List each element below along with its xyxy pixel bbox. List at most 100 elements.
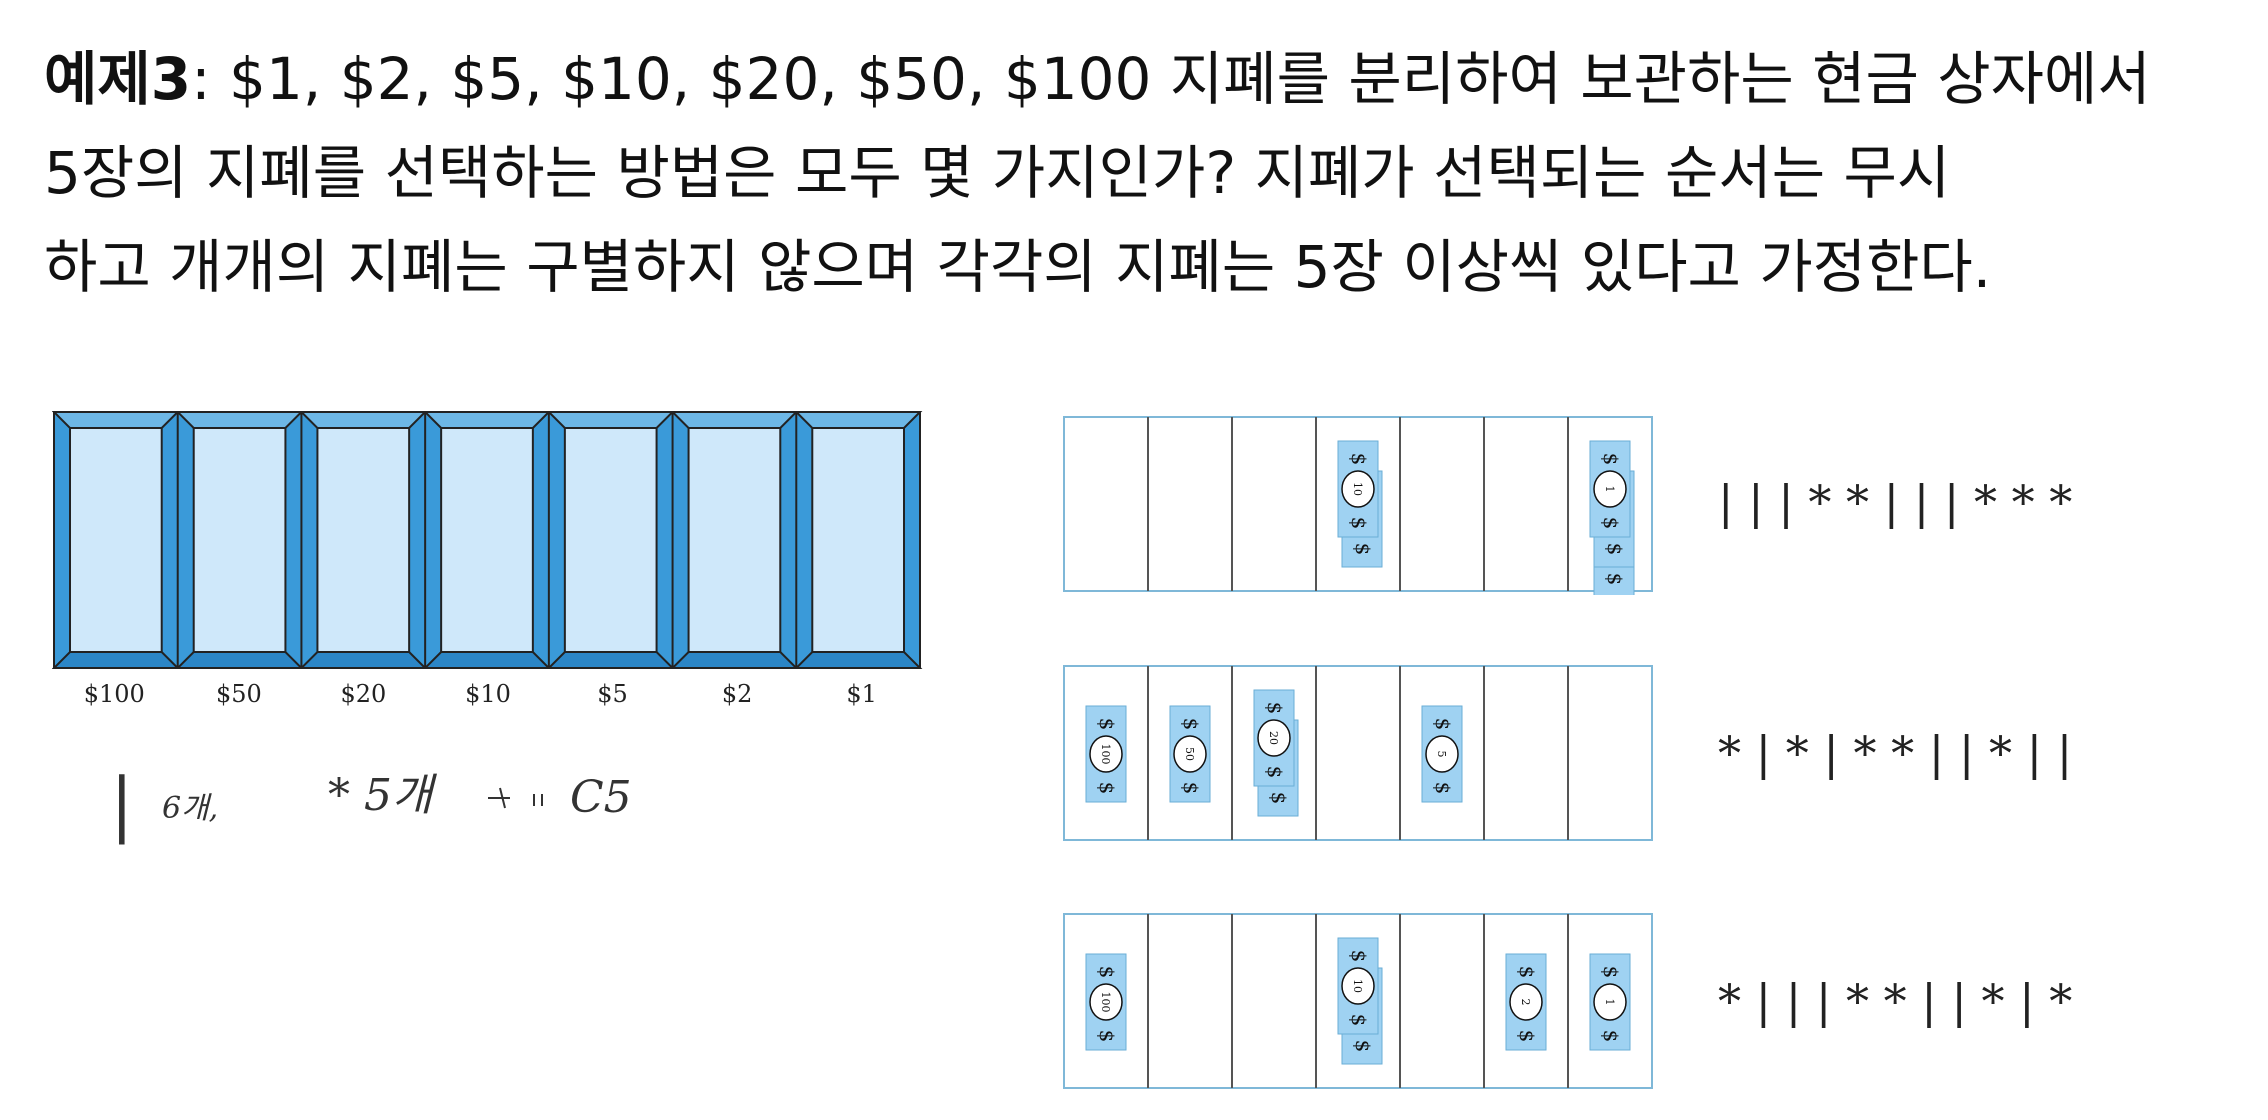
bill-denomination: 5	[1435, 751, 1448, 758]
denomination-label: $20	[340, 680, 387, 708]
bill-medallion	[1509, 983, 1543, 1021]
bill: $20 $	[1253, 689, 1295, 787]
example-2-notation: * | * | * * | | * | |	[1718, 726, 2073, 780]
bill-dollar-sign: $	[1347, 950, 1371, 963]
bill-dollar-sign: $	[1095, 966, 1119, 979]
cash-box-drawing	[51, 411, 923, 669]
bill: $10 $	[1337, 937, 1379, 1035]
bill-dollar-sign: $	[1603, 543, 1627, 556]
cash-box-compartment	[687, 427, 782, 653]
bill-medallion	[1341, 967, 1375, 1005]
bill: $100 $	[1085, 705, 1127, 803]
problem-line-3: 하고 개개의 지폐는 구별하지 않으며 각각의 지폐는 5장 이상씩 있다고 가…	[44, 233, 1992, 301]
bill-dollar-sign: $	[1599, 453, 1623, 466]
handwritten-note: | 6개, * 5개 C5	[100, 750, 720, 854]
bill: $50 $	[1169, 705, 1211, 803]
example-box-outline	[1063, 665, 1653, 841]
denomination-label: $10	[465, 680, 511, 708]
compartment-bevel-top	[51, 411, 181, 429]
compartment-bevel-top	[546, 411, 675, 429]
problem-line-1: 예제3: $1, $2, $5, $10, $20, $50, $100 지폐를…	[44, 32, 2244, 126]
compartment-bevel-bottom	[175, 651, 304, 669]
cash-box-figure	[51, 410, 924, 676]
bill-dollar-sign: $	[1179, 782, 1203, 795]
cash-box-compartments	[51, 411, 923, 669]
bill-dollar-sign: $	[1431, 782, 1455, 795]
bill-dollar-sign: $	[1351, 543, 1375, 556]
bill-denomination: 1	[1603, 486, 1616, 493]
bill-dollar-sign: $	[1095, 782, 1119, 795]
bill-medallion	[1425, 735, 1459, 773]
compartment-bevel-bottom	[422, 651, 552, 669]
bill: $2 $	[1505, 953, 1547, 1051]
problem-statement: 예제3: $1, $2, $5, $10, $20, $50, $100 지폐를…	[44, 32, 2244, 314]
bill-dollar-sign: $	[1347, 1014, 1371, 1027]
cash-box-compartment	[316, 427, 411, 653]
compartment-bevel-bottom	[793, 651, 923, 669]
example-2-drawing: $100 $ $50 $ $ $20 $ $5 $	[1063, 665, 1653, 841]
cash-box-compartment	[69, 427, 163, 653]
bill-dollar-sign: $	[1599, 1030, 1623, 1043]
cash-box-compartment	[811, 427, 905, 653]
bill-denomination: 50	[1183, 747, 1196, 761]
bill-dollar-sign: $	[1515, 1030, 1539, 1043]
bill-dollar-sign: $	[1347, 517, 1371, 530]
bill-medallion	[1257, 719, 1291, 757]
handwritten-arrow-tip	[499, 787, 506, 809]
bill-dollar-sign: $	[1515, 966, 1539, 979]
bill-dollar-sign: $	[1095, 1030, 1119, 1043]
denomination-label: $100	[83, 680, 145, 708]
bill: $5 $	[1421, 705, 1463, 803]
bill: $1 $	[1589, 953, 1631, 1051]
example-3-drawing: $100$$$10$$2$$1$	[1063, 913, 1653, 1089]
example-label: 예제3	[44, 45, 192, 113]
cash-box-compartment	[440, 427, 534, 653]
denomination-label: $50	[215, 680, 262, 708]
compartment-bevel-top	[175, 411, 304, 429]
denomination-label: $1	[846, 680, 877, 708]
bill-denomination: 10	[1351, 979, 1364, 993]
bill-denomination: 100	[1099, 744, 1112, 765]
bill-medallion	[1089, 735, 1123, 773]
compartment-bevel-top	[422, 411, 552, 429]
bill-dollar-sign: $	[1431, 718, 1455, 731]
bill-dollar-sign: $	[1263, 702, 1287, 715]
compartment-bevel-bottom	[299, 651, 428, 669]
bill: $10 $	[1337, 440, 1379, 538]
handwritten-bar: |	[110, 763, 134, 845]
bill-medallion	[1089, 983, 1123, 1021]
cash-box-compartment	[563, 427, 658, 653]
bill-dollar-sign: $	[1267, 792, 1291, 805]
bill-denomination: 20	[1267, 731, 1280, 745]
compartment-bevel-bottom	[51, 651, 181, 669]
compartment-bevel-top	[670, 411, 799, 429]
bill-dollar-sign: $	[1599, 517, 1623, 530]
bill-dollar-sign: $	[1351, 1040, 1375, 1053]
compartment-bevel-bottom	[546, 651, 675, 669]
bill-dollar-sign: $	[1095, 718, 1119, 731]
handwritten-combination: C5	[570, 772, 632, 823]
compartment-bevel-top	[793, 411, 923, 429]
bill-dollar-sign: $	[1599, 966, 1623, 979]
denomination-labels: $100 $50 $20 $10 $5 $2 $1	[52, 680, 924, 708]
example-1-drawing: $$10$$$$1$	[1063, 416, 1653, 598]
bill-denomination: 2	[1519, 999, 1532, 1006]
cash-box-compartment	[192, 427, 287, 653]
handwritten-note-drawing: | 6개, * 5개 C5	[110, 763, 632, 845]
example-box-2: $100 $ $50 $ $ $20 $ $5 $	[1062, 664, 1662, 848]
bill: $100$	[1085, 953, 1127, 1051]
problem-line-1-text: : $1, $2, $5, $10, $20, $50, $100 지폐를 분리…	[191, 45, 2151, 113]
bill-dollar-sign: $	[1179, 718, 1203, 731]
bill-dollar-sign: $	[1263, 766, 1287, 779]
bill-medallion	[1593, 983, 1627, 1021]
bill-medallion	[1173, 735, 1207, 773]
bill-denomination: 1	[1603, 999, 1616, 1006]
compartment-bevel-top	[299, 411, 428, 429]
handwritten-star-count: * 5개	[328, 770, 438, 821]
example-box-3: $100$$$10$$2$$1$	[1062, 912, 1662, 1096]
denomination-label: $5	[597, 680, 628, 708]
bill-medallion	[1341, 470, 1375, 508]
example-3-notation: * | | | * * | | * | *	[1718, 974, 2073, 1028]
bill-denomination: 10	[1351, 482, 1364, 496]
bill-dollar-sign: $	[1347, 453, 1371, 466]
